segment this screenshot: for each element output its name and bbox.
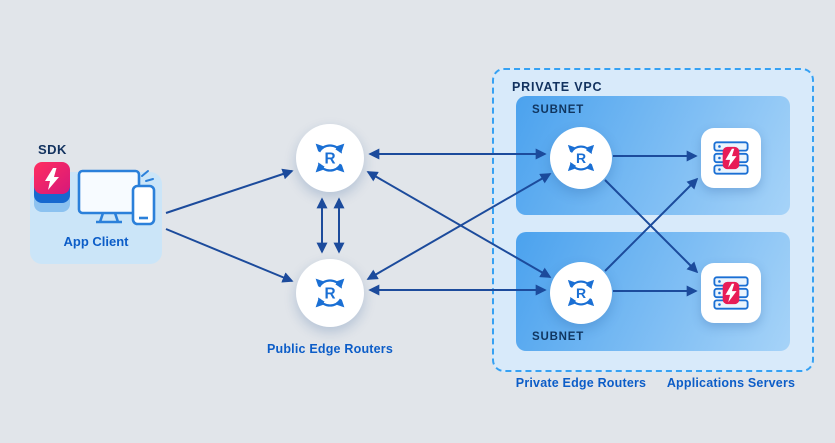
private-vpc-label: PRIVATE VPC: [512, 80, 603, 94]
private-edge-routers-label: Private Edge Routers: [515, 376, 647, 390]
router-icon: [307, 135, 353, 181]
arrow-client-to-public-bottom: [165, 228, 294, 283]
app-client-label: App Client: [63, 234, 129, 249]
application-server-top: [701, 128, 761, 188]
router-icon: [560, 272, 602, 314]
public-router-top: [296, 124, 364, 192]
subnet-top-label: SUBNET: [532, 104, 585, 116]
private-router-top: [550, 127, 612, 189]
public-edge-routers-label: Public Edge Routers: [266, 342, 394, 356]
arrow-client-to-public-top: [165, 168, 294, 214]
server-icon: [707, 269, 755, 317]
public-router-bottom: [296, 259, 364, 327]
applications-servers-label: Applications Servers: [666, 376, 796, 390]
application-server-bottom: [701, 263, 761, 323]
client-devices-icon: [76, 166, 160, 232]
router-icon: [307, 270, 353, 316]
server-icon: [707, 134, 755, 182]
private-router-bottom: [550, 262, 612, 324]
router-icon: [560, 137, 602, 179]
sdk-stack-icon: [26, 158, 78, 220]
subnet-bottom-label: SUBNET: [532, 331, 585, 343]
sdk-label: SDK: [38, 142, 67, 157]
